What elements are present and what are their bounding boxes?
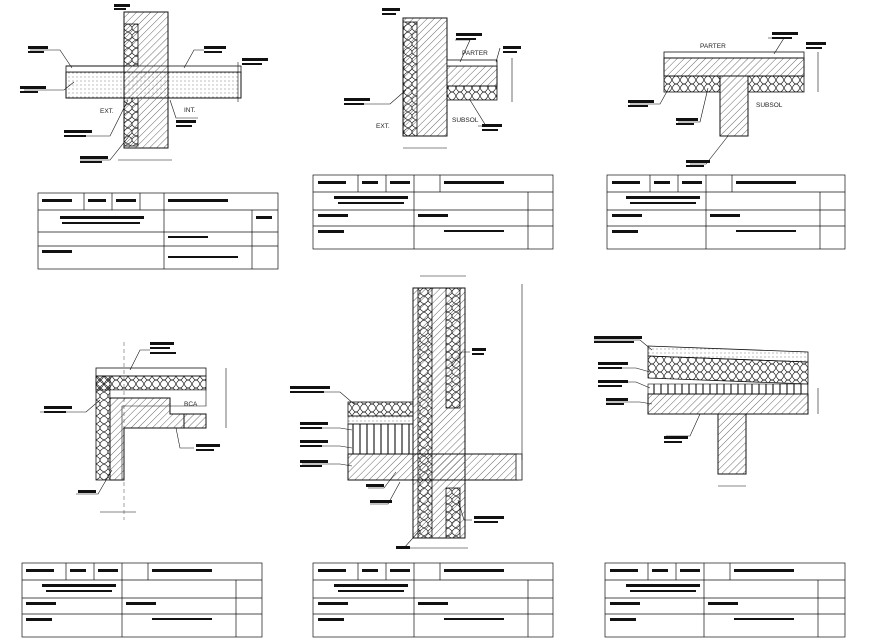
detail-2-t-junction: PARTER SUBSOL EXT. — [344, 8, 521, 149]
title-block-2 — [312, 174, 554, 250]
title-block-1 — [37, 192, 279, 270]
title-block-4 — [21, 562, 263, 638]
label-subsol: SUBSOL — [452, 117, 479, 124]
label-int: INT. — [184, 107, 196, 114]
title-block-3 — [606, 174, 846, 250]
detail-1-cross-junction: EXT. INT. — [20, 4, 268, 163]
label-subsol-2: SUBSOL — [756, 102, 783, 109]
title-block-6 — [604, 562, 846, 638]
label-parter: PARTER — [462, 50, 488, 57]
label-ext: EXT. — [100, 108, 114, 115]
detail-6-roof-junction — [594, 336, 819, 487]
detail-4-corner: BCA — [40, 342, 227, 520]
label-bca: BCA — [184, 401, 198, 408]
title-block-5 — [312, 562, 554, 638]
label-ext-2: EXT. — [376, 123, 390, 130]
detail-5-tall-junction — [290, 275, 523, 549]
detail-3-inverted-t: PARTER SUBSOL — [628, 32, 826, 167]
label-parter-2: PARTER — [700, 43, 726, 50]
